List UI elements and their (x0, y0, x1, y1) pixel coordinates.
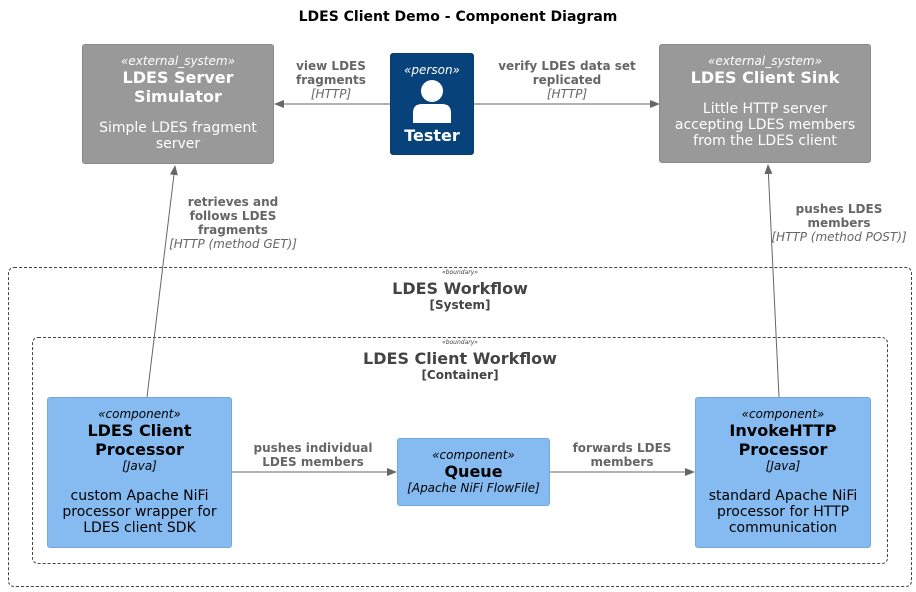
person-icon (413, 80, 451, 123)
queue-name: Queue (444, 462, 503, 481)
invoke-http-stereotype: «component» (741, 407, 825, 421)
container-boundary-type: [Container] (421, 368, 499, 382)
sink-desc-line2: accepting LDES members (674, 117, 856, 133)
ldes-server-simulator-node: «external_system» LDES Server Simulator … (82, 44, 274, 164)
container-boundary-name: LDES Client Workflow (363, 349, 557, 368)
pushes-members-label: pushes LDES members [HTTP (method POST)] (771, 202, 907, 244)
retrieves-line (146, 165, 178, 398)
tester-node: «person» Tester (390, 53, 474, 155)
invoke-http-name-line2: Processor (738, 440, 828, 459)
invoke-http-desc-line3: communication (728, 520, 838, 536)
sink-desc-line3: from the LDES client (693, 133, 837, 149)
invoke-http-desc-line2: processor for HTTP (716, 504, 850, 520)
server-desc-line2: server (155, 136, 201, 152)
invoke-http-name-line1: InvokeHTTP (729, 421, 837, 440)
container-boundary: «boundary» LDES Client Workflow [Contain… (32, 337, 888, 564)
client-processor-desc-line1: custom Apache NiFi (70, 488, 209, 504)
system-boundary-type: [System] (429, 298, 491, 312)
sink-stereotype: «external_system» (708, 54, 822, 68)
client-processor-name-line2: Processor (95, 440, 184, 459)
verify-replicated-label: verify LDES data set replicated [HTTP] (498, 59, 636, 101)
container-boundary-tag: «boundary» (442, 339, 478, 346)
pushes-individual-label: pushes individual LDES members (253, 441, 373, 469)
queue-tech: [Apache NiFi FlowFile] (407, 481, 540, 495)
client-processor-stereotype: «component» (98, 407, 181, 421)
tester-name: Tester (404, 126, 460, 145)
tester-stereotype: «person» (404, 63, 460, 77)
retrieves-label: retrieves and follows LDES fragments [HT… (169, 195, 297, 251)
sink-desc-line1: Little HTTP server (702, 101, 828, 117)
server-name-line1: LDES Server (122, 68, 234, 87)
view-fragments-label: view LDES fragments [HTTP] (296, 59, 366, 101)
client-processor-desc-line3: LDES client SDK (83, 520, 196, 536)
server-name-line2: Simulator (134, 87, 222, 106)
pushes-members-line (764, 164, 780, 398)
system-boundary: «boundary» LDES Workflow [System] (8, 267, 912, 587)
client-processor-desc-line2: processor wrapper for (62, 504, 217, 520)
diagram-title: LDES Client Demo - Component Diagram (298, 9, 618, 25)
client-processor-name-line1: LDES Client (87, 421, 192, 440)
system-boundary-name: LDES Workflow (392, 279, 528, 298)
server-desc-line1: Simple LDES fragment (99, 120, 257, 136)
server-stereotype: «external_system» (121, 54, 235, 68)
forwards-label: forwards LDES members (572, 441, 672, 469)
system-boundary-tag: «boundary» (442, 269, 478, 276)
invoke-http-tech: [Java] (765, 459, 801, 473)
ldes-client-processor-node: «component» LDES Client Processor [Java]… (47, 397, 232, 548)
sink-name: LDES Client Sink (690, 68, 840, 87)
ldes-client-sink-node: «external_system» LDES Client Sink Littl… (659, 44, 871, 163)
invoke-http-desc-line1: standard Apache NiFi (708, 488, 858, 504)
invoke-http-processor-node: «component» InvokeHTTP Processor [Java] … (695, 397, 871, 548)
client-processor-tech: [Java] (122, 459, 157, 473)
queue-node: «component» Queue [Apache NiFi FlowFile] (397, 438, 550, 506)
queue-stereotype: «component» (432, 448, 515, 462)
